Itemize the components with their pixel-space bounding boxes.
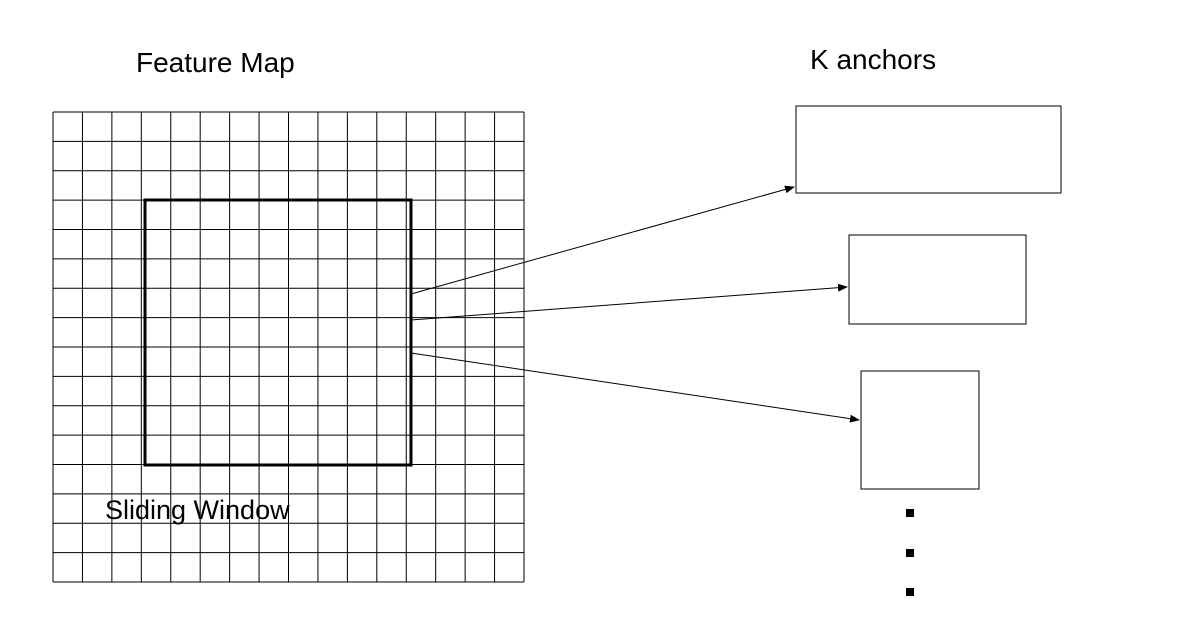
anchor-box-wide	[795, 105, 1062, 194]
ellipsis-dot	[906, 588, 914, 596]
anchor-box-medium	[848, 234, 1027, 325]
anchor-box-square	[860, 370, 980, 490]
sliding-window-box	[143, 198, 413, 467]
more-anchors-ellipsis	[906, 509, 914, 596]
feature-map-grid	[52, 111, 525, 583]
arrow-to-anchor-wide	[410, 185, 795, 295]
ellipsis-dot	[906, 509, 914, 517]
arrow-to-anchor-medium	[410, 283, 848, 321]
ellipsis-dot	[906, 549, 914, 557]
feature-map-title: Feature Map	[136, 47, 295, 78]
anchors-title: K anchors	[810, 44, 936, 75]
arrow-to-anchor-square	[410, 352, 860, 423]
sliding-window-label: Sliding Window	[105, 495, 290, 525]
